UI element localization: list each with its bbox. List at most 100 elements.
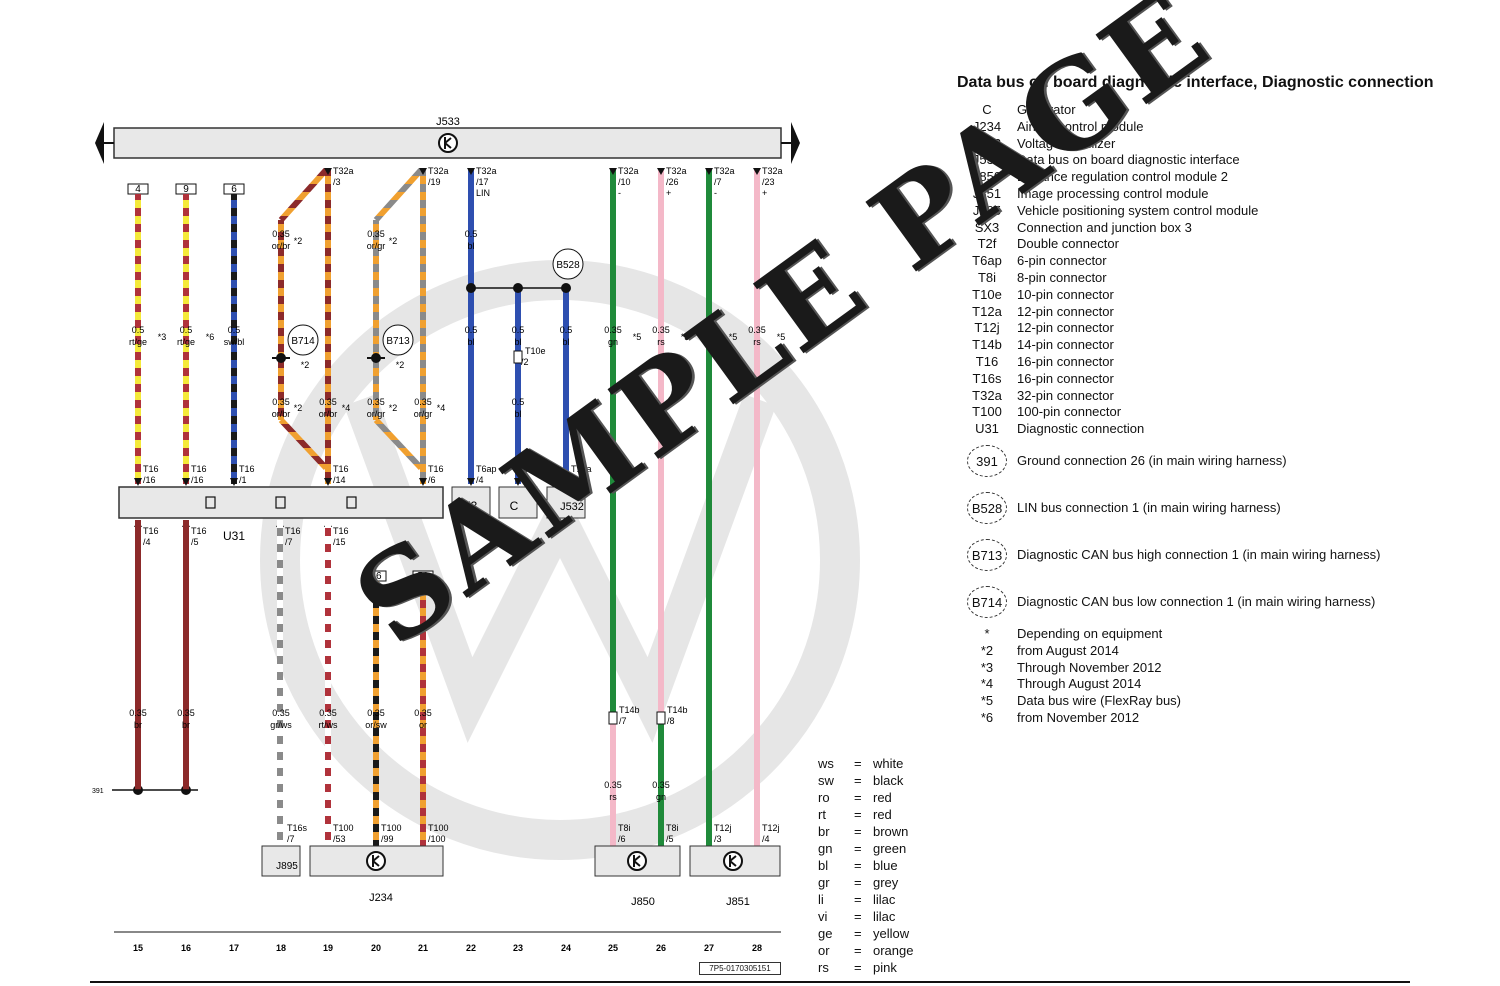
svg-text:+: + bbox=[762, 188, 767, 198]
legend-description: 14-pin connector bbox=[1017, 337, 1114, 353]
wire-26 bbox=[658, 168, 664, 720]
legend-description: 10-pin connector bbox=[1017, 286, 1114, 302]
svg-text:/4: /4 bbox=[762, 834, 770, 844]
svg-text:/19: /19 bbox=[428, 177, 441, 187]
svg-text:51: 51 bbox=[417, 571, 429, 582]
b714-connection[interactable] bbox=[287, 324, 319, 356]
b713-connection[interactable] bbox=[382, 324, 414, 356]
svg-text:-: - bbox=[714, 188, 717, 198]
svg-text:or/sw: or/sw bbox=[365, 720, 387, 730]
svg-text:T16: T16 bbox=[428, 464, 444, 474]
upper-wires bbox=[135, 167, 760, 846]
color-abbr: rt bbox=[818, 807, 826, 822]
svg-text:or/gr: or/gr bbox=[367, 409, 386, 419]
wire-19-upper bbox=[325, 168, 331, 484]
svg-text:23: 23 bbox=[513, 943, 523, 953]
u31-diagnostic-connection[interactable] bbox=[118, 486, 444, 519]
legend-code: *6 bbox=[980, 710, 994, 725]
svg-text:0.5: 0.5 bbox=[465, 229, 478, 239]
svg-text:0.35: 0.35 bbox=[652, 780, 670, 790]
legend-description: Data bus wire (FlexRay bus) bbox=[1017, 693, 1181, 709]
color-abbr: rs bbox=[818, 960, 829, 975]
color-name: yellow bbox=[873, 926, 910, 941]
svg-text:T2f: T2f bbox=[524, 464, 538, 474]
j532-box[interactable] bbox=[546, 486, 586, 519]
color-name: orange bbox=[873, 943, 914, 958]
color-abbr: ge bbox=[818, 926, 833, 941]
j895-label: J895 bbox=[276, 861, 298, 872]
svg-text:0.5: 0.5 bbox=[132, 325, 145, 335]
svg-text:*2: *2 bbox=[294, 403, 303, 413]
svg-text:*5: *5 bbox=[681, 332, 690, 342]
legend-description: from November 2012 bbox=[1017, 710, 1140, 725]
color-name: black bbox=[873, 773, 904, 788]
color-abbr: li bbox=[818, 892, 824, 907]
svg-text:*6: *6 bbox=[206, 332, 215, 342]
svg-text:/100: /100 bbox=[428, 834, 446, 844]
legend-description: 8-pin connector bbox=[1017, 270, 1107, 285]
svg-text:T32a: T32a bbox=[618, 166, 639, 176]
svg-text:*5: *5 bbox=[633, 332, 642, 342]
svg-text:/16: /16 bbox=[191, 475, 204, 485]
color-abbr: gn bbox=[818, 841, 833, 856]
sx3-box[interactable] bbox=[451, 486, 491, 519]
svg-text:T12j: T12j bbox=[762, 823, 780, 833]
svg-text:0.5: 0.5 bbox=[180, 325, 193, 335]
svg-text:15: 15 bbox=[133, 943, 143, 953]
wire-23-upper bbox=[515, 288, 521, 484]
svg-text:/3: /3 bbox=[714, 834, 722, 844]
svg-text:0.35: 0.35 bbox=[414, 708, 432, 718]
svg-text:/10: /10 bbox=[618, 177, 631, 187]
wire-27 bbox=[706, 168, 712, 846]
svg-text:T32a: T32a bbox=[714, 166, 735, 176]
svg-text:*5: *5 bbox=[777, 332, 786, 342]
svg-text:0.35: 0.35 bbox=[177, 708, 195, 718]
legend-code: 391 bbox=[967, 445, 1007, 477]
watermark-logo-vw bbox=[344, 394, 776, 743]
svg-text:/15: /15 bbox=[333, 537, 346, 547]
color-name: blue bbox=[873, 858, 898, 873]
color-abbr: bl bbox=[818, 858, 829, 873]
legend-code: *2 bbox=[980, 642, 994, 658]
svg-text:6: 6 bbox=[231, 184, 237, 195]
svg-text:18: 18 bbox=[276, 943, 286, 953]
wire-20-lower bbox=[373, 581, 379, 846]
b528-connection[interactable] bbox=[552, 248, 584, 280]
legend-code: B713 bbox=[967, 539, 1007, 571]
wire-19-lower bbox=[325, 520, 331, 846]
legend-description: 12-pin connector bbox=[1017, 320, 1114, 336]
bus-arrow-right bbox=[791, 122, 800, 164]
legend-code: *5 bbox=[980, 693, 994, 709]
legend-code: T12j bbox=[974, 320, 1000, 336]
j895-module[interactable] bbox=[261, 845, 301, 877]
wiring-diagram: J533 4 9 6 46 51 bbox=[90, 116, 940, 983]
b714-label: B714 bbox=[291, 336, 315, 347]
svg-text:T12j: T12j bbox=[714, 823, 732, 833]
svg-text:0.35: 0.35 bbox=[367, 708, 385, 718]
legend-description: Through August 2014 bbox=[1017, 676, 1142, 692]
svg-text:T10e: T10e bbox=[525, 346, 546, 356]
svg-text:/14: /14 bbox=[333, 475, 346, 485]
generator-box[interactable] bbox=[498, 486, 538, 519]
color-abbr: sw bbox=[818, 773, 834, 788]
svg-text:T32a: T32a bbox=[666, 166, 687, 176]
equals-sign: = bbox=[854, 824, 862, 839]
svg-text:20: 20 bbox=[371, 943, 381, 953]
svg-text:rs: rs bbox=[609, 792, 617, 802]
color-name: white bbox=[873, 756, 904, 771]
svg-text:/4: /4 bbox=[476, 475, 484, 485]
color-name: pink bbox=[873, 960, 897, 975]
j234-module[interactable] bbox=[309, 845, 444, 877]
legend-title: Data bus on board diagnostic interface, … bbox=[957, 74, 1434, 91]
svg-text:24: 24 bbox=[561, 943, 571, 953]
color-abbr: or bbox=[818, 943, 830, 958]
svg-text:or/br: or/br bbox=[272, 241, 291, 251]
legend-description: Vehicle positioning system control modul… bbox=[1017, 202, 1259, 218]
svg-text:0.5: 0.5 bbox=[465, 325, 478, 335]
color-abbr: br bbox=[818, 824, 830, 839]
svg-text:0.5: 0.5 bbox=[512, 325, 525, 335]
legend-code: J851 bbox=[972, 186, 1002, 201]
legend-description: 12-pin connector bbox=[1017, 303, 1114, 319]
